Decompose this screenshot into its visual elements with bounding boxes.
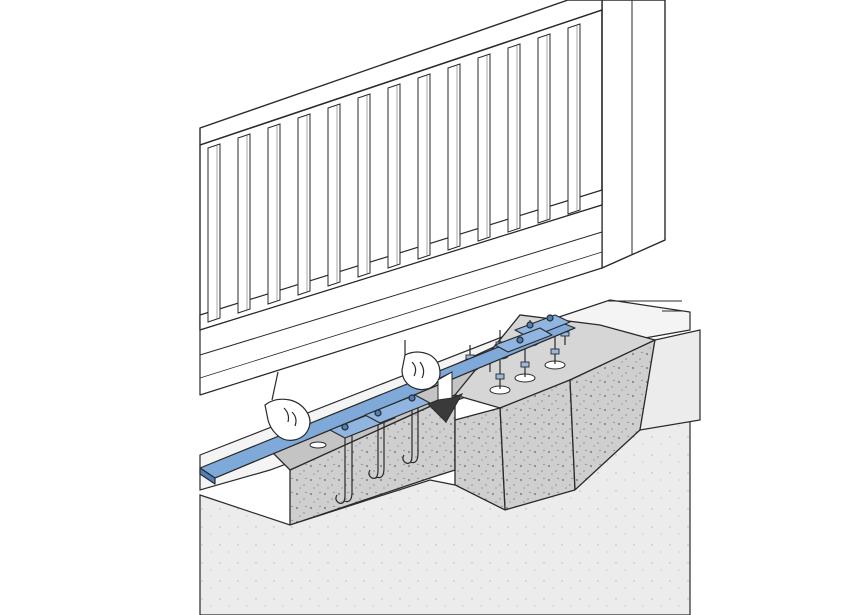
gate-pickets	[207, 23, 581, 323]
gate-post	[601, 0, 666, 270]
concrete-foundation-right	[453, 314, 657, 512]
down-arrow-icon	[427, 371, 464, 423]
installer-hand-right	[401, 340, 441, 391]
ground-section	[199, 329, 701, 615]
installer-hand-left	[264, 371, 311, 441]
sliding-gate	[199, 0, 603, 396]
